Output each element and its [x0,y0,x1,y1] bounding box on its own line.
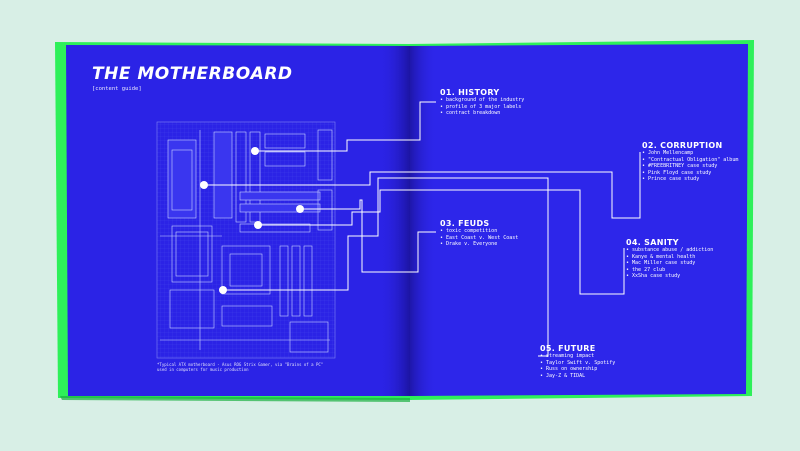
list-item: streaming impact [540,353,615,360]
dot-future [219,286,227,294]
footnote: *Typical ATX motherboard - Asus ROG Stri… [157,362,324,372]
line-corruption [204,152,641,219]
section-heading: 02. CORRUPTION [642,141,723,150]
motherboard-blueprint [156,121,336,359]
dot-sanity [254,221,262,229]
list-item: Jay-Z & TIDAL [540,373,615,380]
list-item: "Contractual Obligation" album [642,157,738,164]
section-list: toxic competition East Coast v. West Coa… [440,228,518,248]
list-item: John Mellencamp [642,150,738,157]
list-item: background of the industry [440,97,524,104]
section-heading: 03. FEUDS [440,219,490,228]
list-item: contract breakdown [440,110,524,117]
list-item: Pink Floyd case study [642,170,738,177]
list-item: Kanye & mental health [626,254,713,261]
section-history: 01. HISTORY background of the industry p… [440,88,524,117]
line-sanity [258,189,625,295]
section-feuds: 03. FEUDS toxic competition East Coast v… [440,219,518,248]
connector-lines [204,101,641,357]
list-item: XxSha case study [626,273,713,280]
list-item: toxic competition [440,228,518,235]
section-list: substance abuse / addiction Kanye & ment… [626,247,713,280]
list-item: Taylor Swift v. Spotify [540,360,615,367]
list-item: Prince case study [642,176,738,183]
page-title: THE MOTHERBOARD [92,64,293,84]
line-future [223,177,549,357]
section-heading: 05. FUTURE [540,344,596,353]
section-heading: 01. HISTORY [440,88,500,97]
connector-dots [200,147,304,294]
list-item: East Coast v. West Coast [440,235,518,242]
section-heading: 04. SANITY [626,238,679,247]
list-item: profile of 3 major labels [440,104,524,111]
section-list: streaming impact Taylor Swift v. Spotify… [540,353,615,379]
right-page [410,44,748,396]
section-future: 05. FUTURE streaming impact Taylor Swift… [540,344,615,379]
section-corruption: 02. CORRUPTION John Mellencamp "Contract… [642,141,738,183]
list-item: #FREEBRITNEY case study [642,163,738,170]
line-history [255,101,436,152]
list-item: Russ on ownership [540,366,615,373]
list-item: Drake v. Everyone [440,241,518,248]
list-item: substance abuse / addiction [626,247,713,254]
section-list: background of the industry profile of 3 … [440,97,524,117]
section-sanity: 04. SANITY substance abuse / addiction K… [626,238,713,280]
section-list: John Mellencamp "Contractual Obligation"… [642,150,738,183]
list-item: the 27 club [626,267,713,274]
page-subtitle: [content guide] [92,86,142,92]
dot-history [251,147,259,155]
list-item: Mac Miller case study [626,260,713,267]
dot-feuds [296,205,304,213]
dot-corruption [200,181,208,189]
